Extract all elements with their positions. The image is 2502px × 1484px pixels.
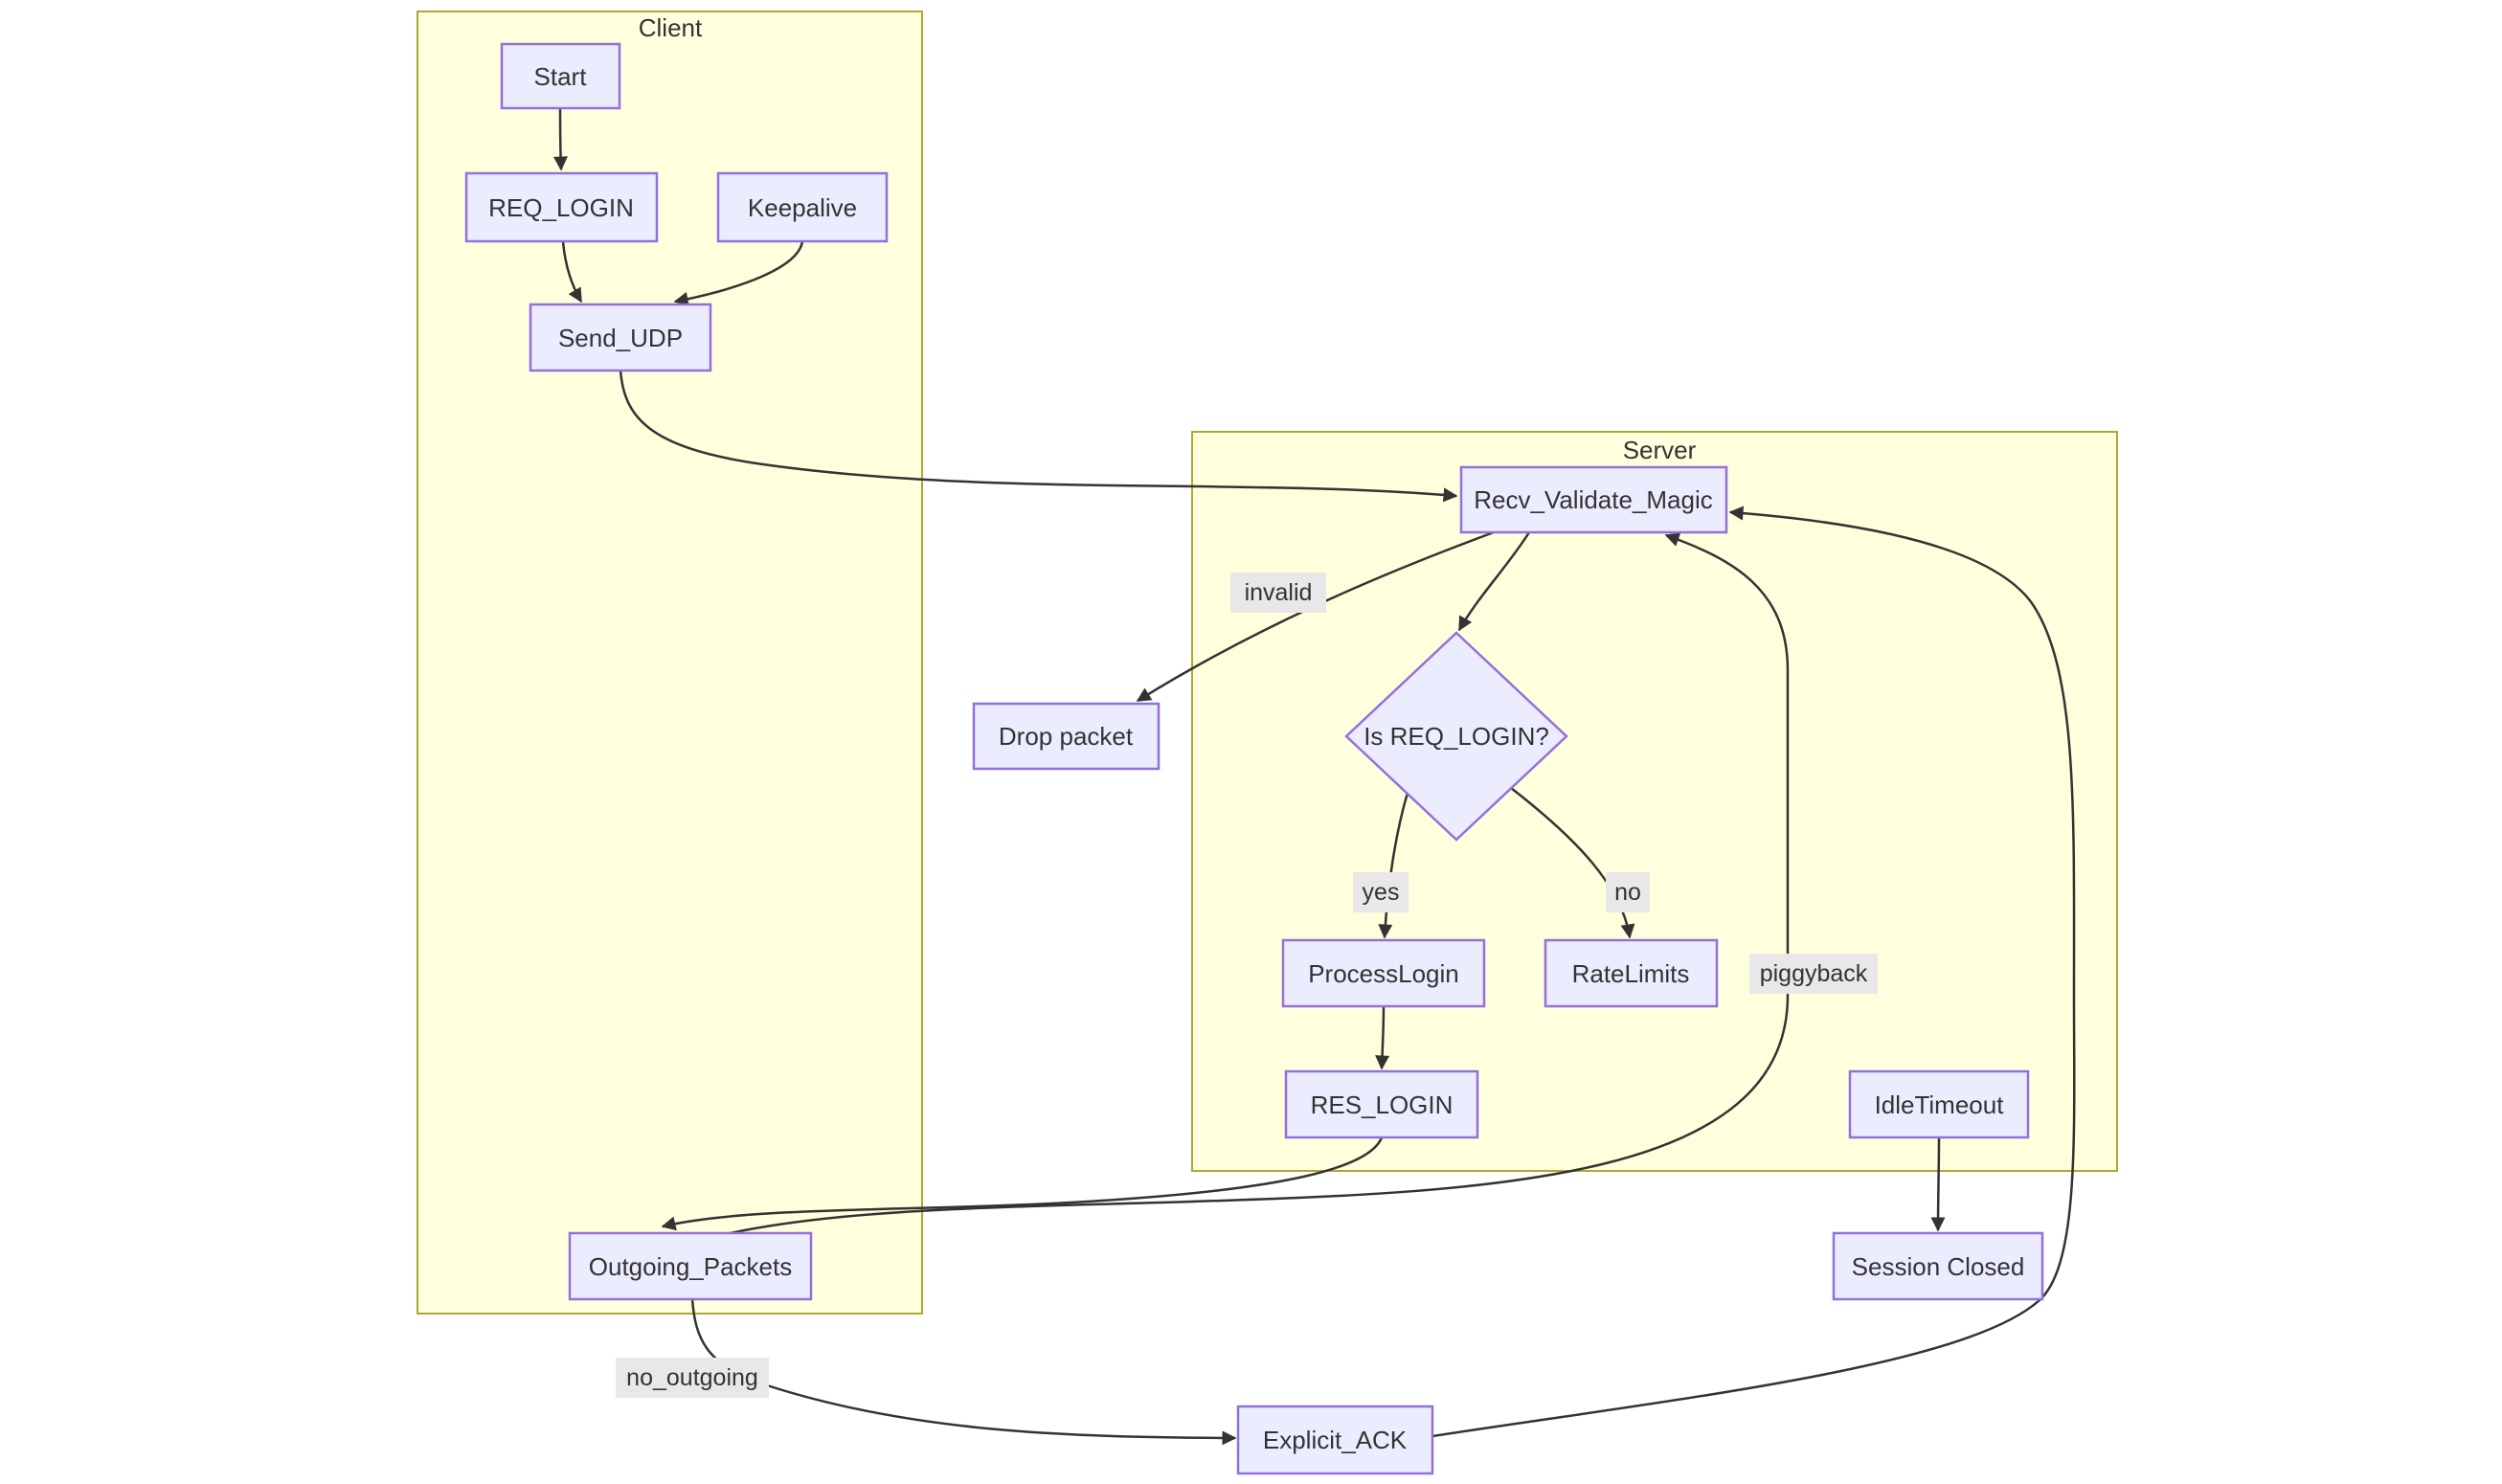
cluster-server: Server [1191, 431, 2118, 1172]
node-is-req-login: Is REQ_LOGIN? [1344, 631, 1568, 842]
edge-is-req-login-to-rate-limits [1510, 787, 1635, 939]
edge-label-yes-text: yes [1363, 879, 1400, 906]
node-drop-packet-box [972, 702, 1161, 771]
edge-idle-timeout-to-session-closed [1930, 1136, 1946, 1232]
node-idle-timeout-label: IdleTimeout [1875, 1091, 2005, 1119]
node-rate-limits-label: RateLimits [1572, 959, 1690, 988]
node-req-login: REQ_LOGIN [464, 171, 659, 243]
node-recv-validate-magic-box [1459, 465, 1728, 534]
edges [552, 107, 2076, 1446]
edge-label-yes-bg [1353, 872, 1409, 912]
node-explicit-ack-label: Explicit_ACK [1263, 1426, 1408, 1454]
node-res-login-box [1284, 1069, 1479, 1139]
node-process-login-box [1281, 938, 1486, 1008]
node-drop-packet-label: Drop packet [999, 722, 1134, 751]
node-process-login-label: ProcessLogin [1308, 959, 1459, 988]
edge-label-no-outgoing-text: no_outgoing [626, 1364, 758, 1391]
node-start: Start [500, 42, 621, 110]
node-session-closed-box [1832, 1231, 2044, 1301]
edge-outgoing-packets-to-explicit-ack [690, 1298, 1237, 1446]
edge-label-no-text: no [1614, 879, 1641, 906]
node-rate-limits-box [1544, 938, 1719, 1008]
nodes: Start REQ_LOGIN Keepalive Send_UDP Recv_… [464, 42, 2044, 1475]
edge-req-login-to-send-udp [561, 240, 583, 304]
edge-label-no: no [1606, 872, 1650, 912]
edge-keepalive-to-send-udp [673, 240, 804, 306]
node-drop-packet: Drop packet [972, 702, 1161, 771]
edge-label-invalid-text: invalid [1245, 579, 1313, 606]
node-session-closed: Session Closed [1832, 1231, 2044, 1301]
edge-label-piggyback-bg [1749, 954, 1878, 994]
cluster-server-box [1191, 431, 2118, 1172]
edge-send-udp-to-recv-validate-magic [619, 370, 1458, 503]
edge-label-no-outgoing-bg [616, 1358, 769, 1398]
edge-explicit-ack-to-recv [1431, 506, 2076, 1438]
edge-label-yes: yes [1353, 872, 1409, 912]
node-recv-validate-magic-label: Recv_Validate_Magic [1474, 485, 1713, 514]
cluster-client-label: Client [639, 13, 703, 42]
node-explicit-ack-box [1236, 1405, 1434, 1475]
cluster-server-label: Server [1623, 436, 1697, 464]
edge-label-no-bg [1606, 872, 1650, 912]
edge-label-invalid-bg [1230, 573, 1326, 613]
node-rate-limits: RateLimits [1544, 938, 1719, 1008]
node-explicit-ack: Explicit_ACK [1236, 1405, 1434, 1475]
edge-labels: invalid yes no piggyback no_outgoing [616, 573, 1878, 1398]
node-idle-timeout: IdleTimeout [1848, 1069, 2030, 1139]
edge-is-req-login-to-process-login [1378, 792, 1409, 939]
node-start-box [500, 42, 621, 110]
edge-outgoing-packets-to-recv-piggyback [725, 532, 1790, 1236]
edge-label-piggyback: piggyback [1749, 954, 1878, 994]
node-idle-timeout-box [1848, 1069, 2030, 1139]
node-outgoing-packets: Outgoing_Packets [568, 1231, 813, 1301]
node-is-req-login-label: Is REQ_LOGIN? [1364, 722, 1549, 751]
node-req-login-label: REQ_LOGIN [488, 193, 634, 222]
edge-label-no-outgoing: no_outgoing [616, 1358, 769, 1398]
node-recv-validate-magic: Recv_Validate_Magic [1459, 465, 1728, 534]
node-send-udp-box [529, 303, 712, 372]
node-send-udp-label: Send_UDP [558, 324, 683, 352]
node-is-req-login-diamond [1344, 631, 1568, 842]
node-process-login: ProcessLogin [1281, 938, 1486, 1008]
node-outgoing-packets-box [568, 1231, 813, 1301]
node-outgoing-packets-label: Outgoing_Packets [589, 1252, 792, 1281]
edge-label-piggyback-text: piggyback [1760, 960, 1868, 987]
node-keepalive: Keepalive [716, 171, 889, 243]
node-start-label: Start [534, 62, 588, 91]
node-keepalive-box [716, 171, 889, 243]
node-res-login: RES_LOGIN [1284, 1069, 1479, 1139]
edge-process-login-to-res-login [1375, 1005, 1390, 1070]
node-session-closed-label: Session Closed [1852, 1252, 2025, 1281]
edge-recv-to-is-req-login [1457, 531, 1531, 632]
edge-label-invalid: invalid [1230, 573, 1326, 613]
edge-res-login-to-outgoing-packets [661, 1136, 1384, 1231]
node-keepalive-label: Keepalive [748, 193, 857, 222]
edge-start-to-req-login [552, 107, 568, 171]
node-res-login-label: RES_LOGIN [1311, 1091, 1454, 1119]
node-req-login-box [464, 171, 659, 243]
node-send-udp: Send_UDP [529, 303, 712, 372]
